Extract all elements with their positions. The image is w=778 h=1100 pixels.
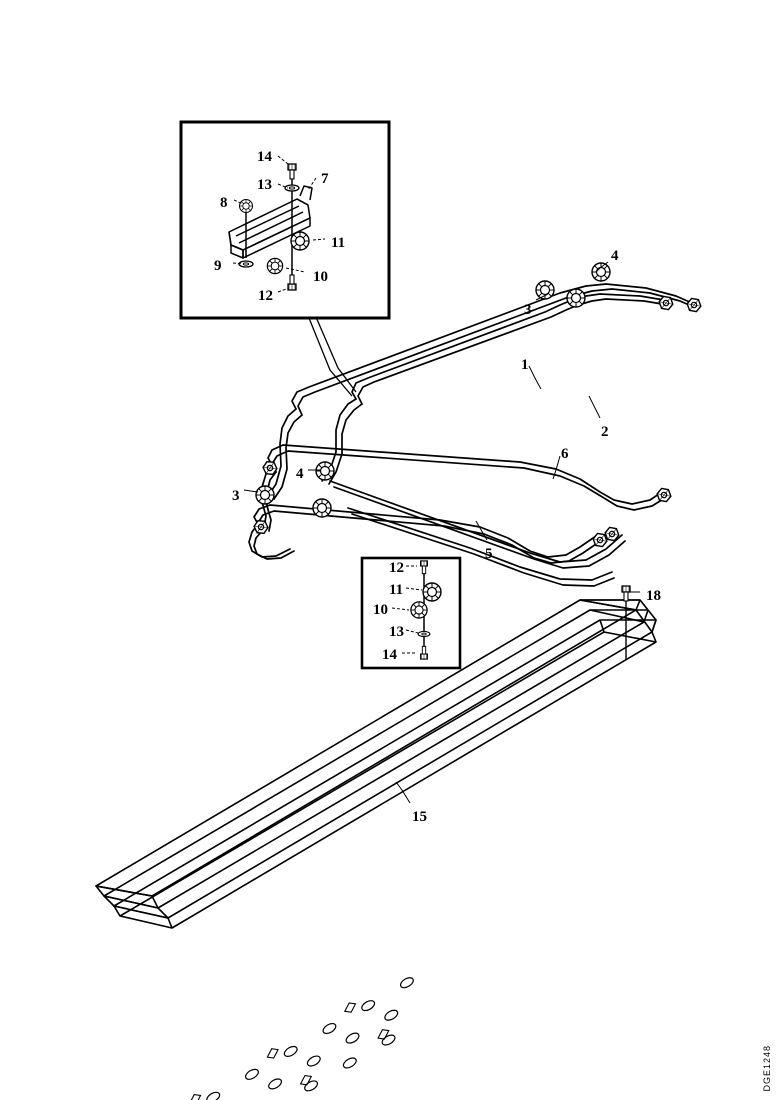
callout-main-6: 6 — [561, 446, 569, 462]
callout-inset-lower-10: 10 — [373, 602, 388, 618]
callout-inset-lower-12: 12 — [389, 560, 404, 576]
callout-main-4-left: 4 — [296, 466, 304, 482]
callout-inset-lower-11: 11 — [389, 582, 404, 598]
callout-main-15: 15 — [412, 809, 427, 825]
callout-inset-upper-8: 8 — [220, 195, 228, 211]
callout-main-18: 18 — [646, 588, 661, 604]
callout-main-5: 5 — [485, 546, 493, 562]
callout-inset-upper-7: 7 — [321, 171, 329, 187]
callout-inset-upper-12: 12 — [258, 288, 273, 304]
callout-main-3-left: 3 — [232, 488, 240, 504]
callout-inset-lower-13: 13 — [389, 624, 404, 640]
callout-main-2: 2 — [601, 424, 609, 440]
callout-main-1: 1 — [521, 357, 529, 373]
callout-inset-upper-9: 9 — [214, 258, 222, 274]
drawing-code: DGE1248 — [762, 1045, 772, 1092]
callout-inset-upper-13: 13 — [257, 177, 272, 193]
callout-main-4-right: 4 — [611, 248, 619, 264]
callout-inset-upper-14: 14 — [257, 149, 272, 165]
callout-inset-lower-14: 14 — [382, 647, 397, 663]
callout-main-3-right: 3 — [524, 302, 532, 318]
callout-inset-upper-11: 11 — [331, 235, 346, 251]
callout-inset-upper-10: 10 — [313, 269, 328, 285]
